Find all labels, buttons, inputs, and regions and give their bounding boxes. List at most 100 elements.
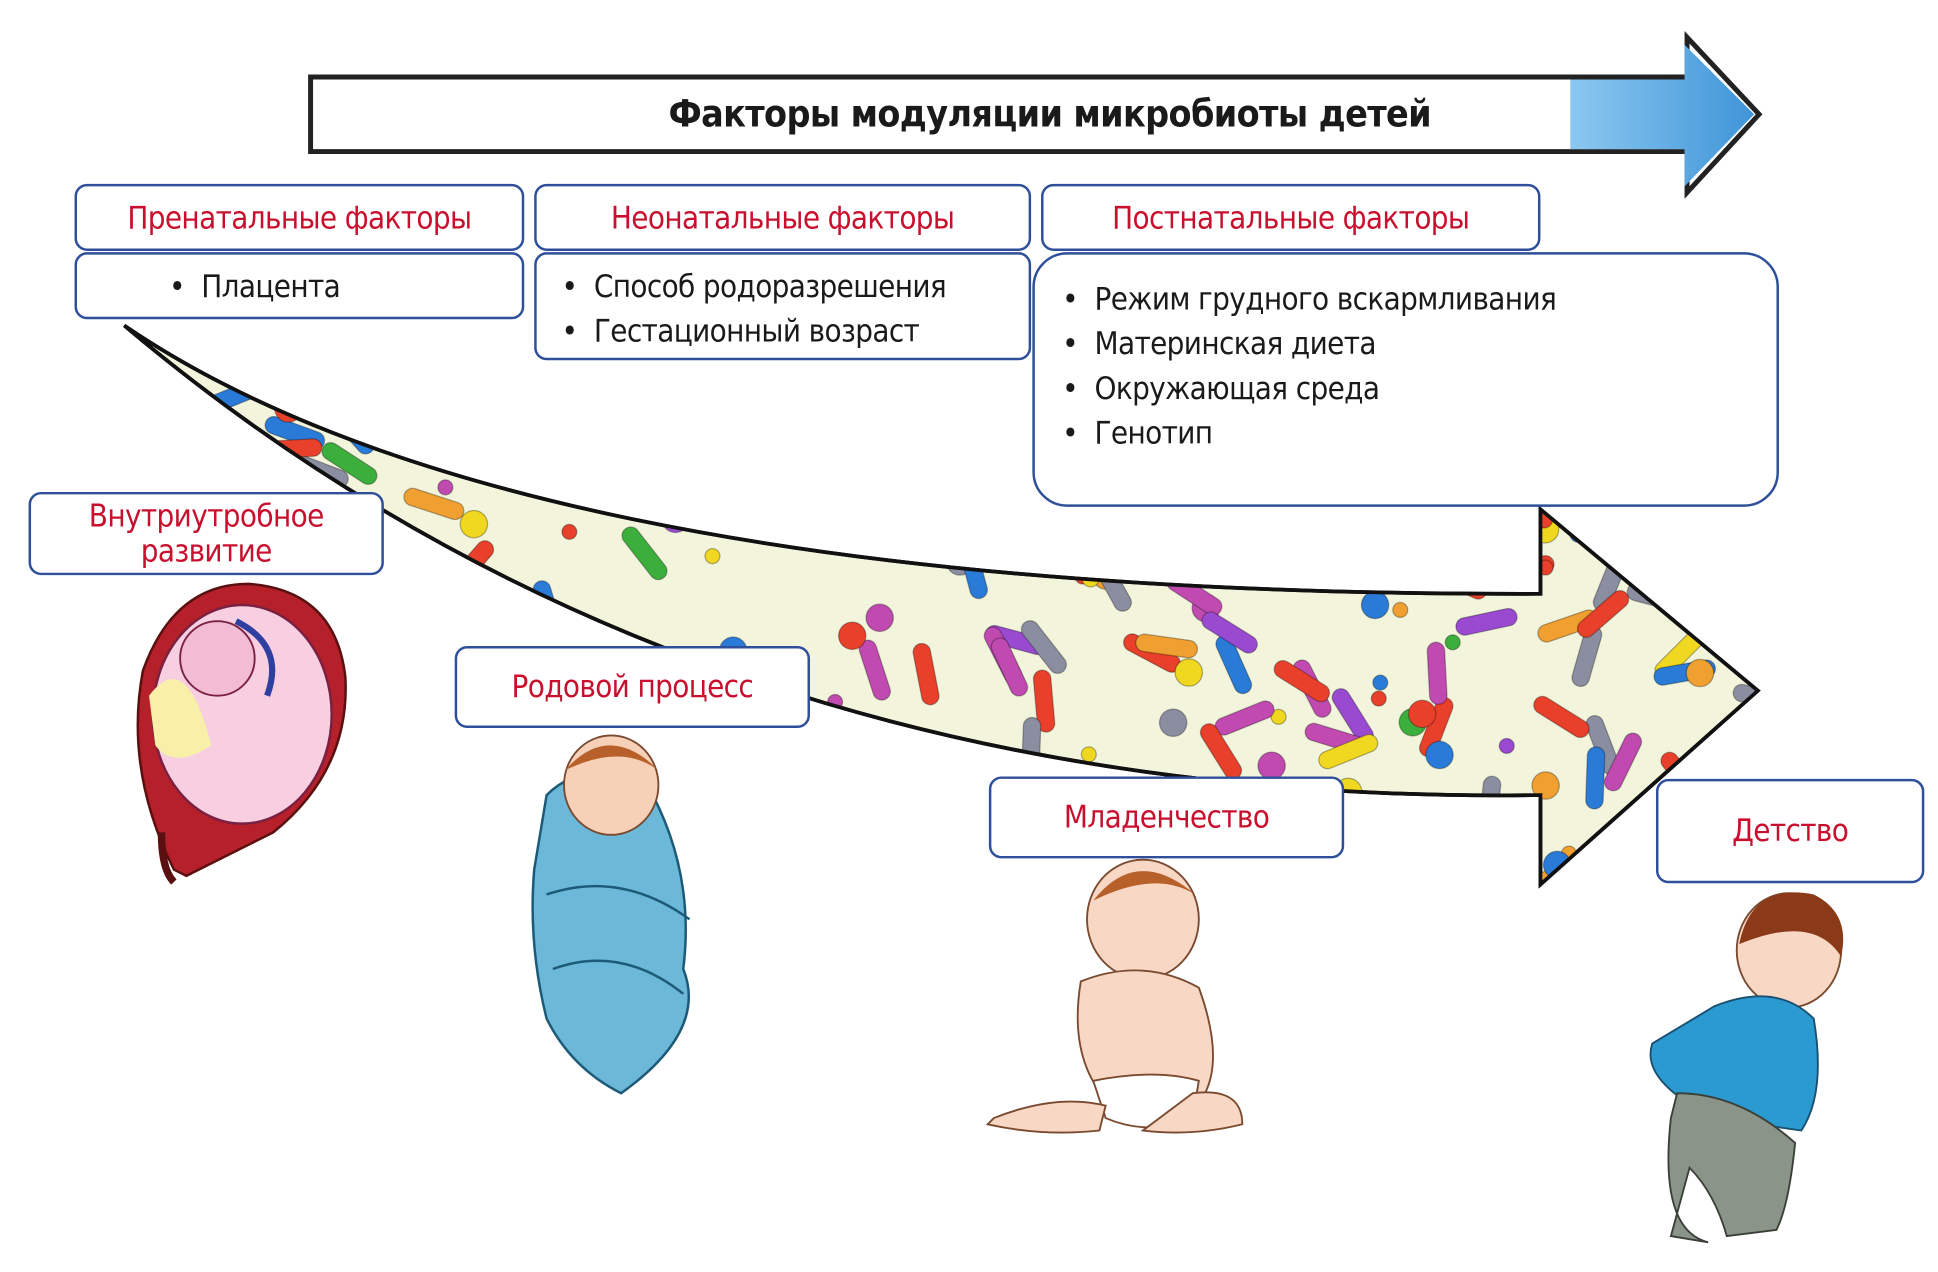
bacterium-shape [1542,850,1572,880]
bacterium-shape [427,550,457,579]
prenatal-factors-header: Пренатальные факторы [74,183,525,251]
factor-item: Режим грудного вскармливания [1057,277,1776,322]
bacterium-shape [1455,607,1518,636]
prenatal-factors-list: Плацента [74,252,525,320]
bacterium-shape [1054,510,1088,573]
bacterium-shape [1498,737,1515,755]
bacterium-shape [1309,543,1367,586]
bacterium-shape [1020,620,1067,674]
bacterium-shape [969,466,1010,525]
bacterium-shape [427,402,485,446]
bacterium-shape [1412,845,1447,885]
bacterium-shape [1158,708,1188,738]
bacterium-shape [464,731,516,781]
bacterium-shape [472,731,509,791]
bacterium-shape [964,429,981,446]
bacterium-shape [1444,634,1461,651]
bacterium-shape [1135,633,1199,659]
bacterium-shape [1318,733,1379,770]
bacterium-shape [621,526,668,581]
bacterium-shape [441,347,458,365]
main-title: Факторы модуляции микробиоты детей [668,92,1432,137]
bacterium-shape [269,372,333,396]
fetus-in-womb-illustration [136,582,347,885]
bacterium-shape [581,431,635,480]
bacterium-shape [749,384,814,403]
bacterium-shape [1717,729,1746,758]
bacterium-shape [1576,589,1630,638]
bacterium-shape [457,856,487,885]
bacterium-shape [1201,611,1258,654]
bacterium-shape [1603,732,1643,792]
bacterium-shape [437,479,454,496]
bacterium-shape [878,839,908,869]
bacterium-shape [1174,658,1204,687]
bacterium-shape [1360,590,1390,620]
bacterium-shape [713,474,773,513]
bacterium-shape [704,548,721,565]
bacterium-shape [950,831,981,885]
bacterium-shape [429,369,486,412]
bacterium-shape [887,842,904,859]
bacterium-shape [403,487,465,521]
bacterium-shape [777,753,831,801]
bacterium-shape [1607,844,1637,874]
bacterium-shape [1514,856,1531,873]
stage-label-birth: Родовой процесс [454,645,810,728]
bacterium-shape [696,516,713,534]
child-illustration [1649,892,1844,1244]
bacterium-shape [259,438,323,460]
factor-item: Гестационный возраст [557,309,1029,354]
swaddled-newborn-illustration [531,734,691,1095]
bacterium-shape [1426,641,1448,705]
bacterium-shape [868,814,930,850]
bacterium-shape [804,826,863,867]
neonatal-factors-list: Способ родоразрешения Гестационный возра… [534,252,1032,361]
bacterium-shape [1365,551,1424,592]
bacterium-shape [1533,695,1590,739]
bacterium-shape [905,458,934,487]
bacterium-shape [137,413,167,443]
postnatal-factors-header: Постнатальные факторы [1041,183,1541,251]
bacterium-shape [1407,699,1437,729]
bacterium-shape [785,476,815,506]
bacterium-shape [815,447,876,483]
bacterium-shape [1270,708,1287,725]
bacterium-shape [835,796,885,849]
bacterium-shape [1178,524,1224,580]
stage-label-infancy: Младенчество [988,776,1345,859]
bacterium-shape [940,364,969,393]
bacterium-shape [1612,528,1674,561]
bacterium-shape [1434,831,1459,885]
stage-label-intrauterine: Внутриутробное развитие [28,491,384,576]
bacterium-shape [331,380,360,410]
bacterium-shape [389,837,438,885]
bacterium-shape [383,808,447,828]
bacterium-shape [1370,690,1387,707]
bacterium-shape [699,438,729,468]
bacterium-shape [902,489,931,519]
bacterium-shape [354,605,376,669]
factor-item: Окружающая среда [1057,366,1776,411]
bacterium-shape [505,743,534,773]
bacterium-shape [321,441,378,485]
bacterium-shape [640,408,670,437]
bacterium-shape [865,603,894,633]
infant-illustration [985,858,1244,1134]
bacterium-shape [975,869,1034,885]
bacterium-shape [859,863,879,885]
bacterium-shape [1425,740,1454,770]
bacterium-shape [1479,842,1509,872]
bacterium-shape [1021,716,1042,781]
bacterium-shape [990,637,1029,697]
bacterium-shape [1723,554,1753,584]
bacterium-shape [1273,659,1331,703]
bacterium-shape [1589,848,1653,874]
bacterium-shape [1257,751,1286,781]
bacterium-shape [912,642,940,706]
bacterium-shape [837,621,867,651]
timeline-arrow [308,30,1763,199]
bacterium-shape [1005,501,1035,531]
bacterium-shape [1032,669,1056,733]
